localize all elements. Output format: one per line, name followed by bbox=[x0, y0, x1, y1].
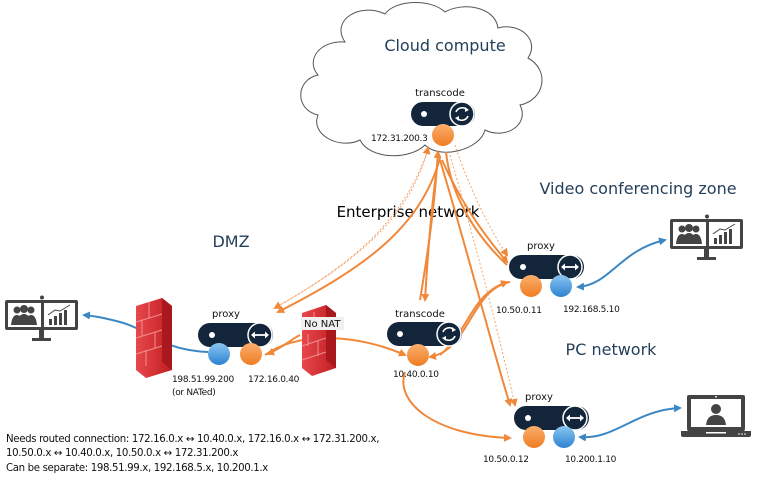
node-label: proxy bbox=[527, 241, 555, 252]
zone-label-enterprise: Enterprise network bbox=[337, 203, 480, 221]
node-label: transcode bbox=[395, 309, 445, 320]
no-nat-badge bbox=[301, 317, 344, 330]
internal-interface bbox=[407, 344, 429, 366]
zone-label-pc-network: PC network bbox=[566, 340, 658, 359]
pc-proxy-node[interactable]: proxy 10.50.0.12 10.200.1.10 bbox=[483, 392, 617, 465]
cloud-transcode-node[interactable]: transcode 172.31.200.3 bbox=[371, 88, 475, 146]
dmz-proxy-node[interactable]: proxy 198.51.99.200 (or NATed) 172.16.0.… bbox=[172, 309, 300, 398]
bidirectional-arrow-icon bbox=[247, 322, 273, 348]
external-interface bbox=[553, 426, 575, 448]
cloud-compute-zone bbox=[300, 1, 543, 157]
vc-proxy-node[interactable]: proxy 10.50.0.11 192.168.5.10 bbox=[496, 241, 620, 316]
internal-interface bbox=[240, 343, 262, 365]
ip-label: 10.40.0.10 bbox=[393, 370, 439, 380]
link-dmz-endpoint bbox=[82, 311, 209, 353]
note-line: Needs routed connection: 172.16.0.x ↔ 10… bbox=[6, 434, 380, 445]
dotted-link-cloud-pc-proxy bbox=[449, 154, 518, 407]
link-dmz-proxy-cloud bbox=[276, 157, 441, 313]
video-conference-screen-icon[interactable] bbox=[670, 214, 743, 261]
link-ent-transcode-dmz bbox=[266, 334, 301, 356]
external-interface bbox=[550, 275, 572, 297]
ip-external-label: 10.200.1.10 bbox=[565, 455, 617, 465]
dotted-link-cloud-dmz-proxy bbox=[273, 149, 429, 310]
link-vc-proxy-cloud bbox=[445, 151, 508, 266]
node-label: proxy bbox=[212, 309, 240, 320]
internal-interface bbox=[520, 275, 542, 297]
video-conference-screen-icon[interactable] bbox=[5, 295, 78, 342]
orange-links bbox=[264, 150, 513, 442]
ip-label: 172.31.200.3 bbox=[371, 134, 428, 144]
refresh-icon bbox=[436, 321, 462, 347]
no-nat-label: No NAT bbox=[304, 319, 341, 330]
blue-links bbox=[82, 237, 682, 442]
ip-external-note: (or NATed) bbox=[172, 388, 216, 398]
ip-external-label: 192.168.5.10 bbox=[563, 305, 620, 315]
routing-notes: Needs routed connection: 172.16.0.x ↔ 10… bbox=[6, 433, 379, 476]
refresh-icon bbox=[449, 101, 475, 127]
link-pc-endpoint bbox=[578, 404, 682, 442]
internal-interface bbox=[432, 124, 454, 146]
zone-label-video-conferencing: Video conferencing zone bbox=[539, 179, 736, 198]
node-label: transcode bbox=[415, 88, 465, 99]
ip-internal-label: 172.16.0.40 bbox=[248, 375, 300, 385]
ip-internal-label: 10.50.0.12 bbox=[483, 455, 529, 465]
dotted-link-dmz-proxy-cloud bbox=[279, 146, 431, 306]
orange-dotted-links bbox=[273, 144, 518, 407]
internal-interface bbox=[523, 426, 545, 448]
firewall-middle-icon bbox=[301, 305, 336, 376]
bidirectional-arrow-icon bbox=[562, 405, 588, 431]
link-cloud-ent-transcode bbox=[421, 159, 439, 302]
link-vc-endpoint bbox=[576, 237, 667, 291]
link-cloud-vc-proxy bbox=[441, 159, 509, 264]
zone-label-cloud: Cloud compute bbox=[384, 36, 505, 55]
external-interface bbox=[208, 343, 230, 365]
node-label: proxy bbox=[525, 392, 553, 403]
firewall-left-icon bbox=[135, 298, 172, 378]
note-line: Can be separate: 198.51.99.x, 192.168.5.… bbox=[6, 462, 268, 474]
ip-internal-label: 10.50.0.11 bbox=[496, 306, 542, 316]
laptop-user-icon[interactable] bbox=[681, 395, 751, 437]
link-cloud-pc-proxy bbox=[439, 159, 513, 407]
link-ent-transcode-pc-proxy bbox=[402, 371, 512, 442]
enterprise-transcode-node[interactable]: transcode 10.40.0.10 bbox=[387, 309, 462, 380]
zone-label-dmz: DMZ bbox=[212, 232, 249, 251]
note-line: 10.50.0.x ↔ 10.40.0.x, 10.50.0.x ↔ 172.3… bbox=[6, 448, 239, 460]
bidirectional-arrow-icon bbox=[557, 254, 583, 280]
ip-external-label: 198.51.99.200 bbox=[172, 375, 235, 385]
